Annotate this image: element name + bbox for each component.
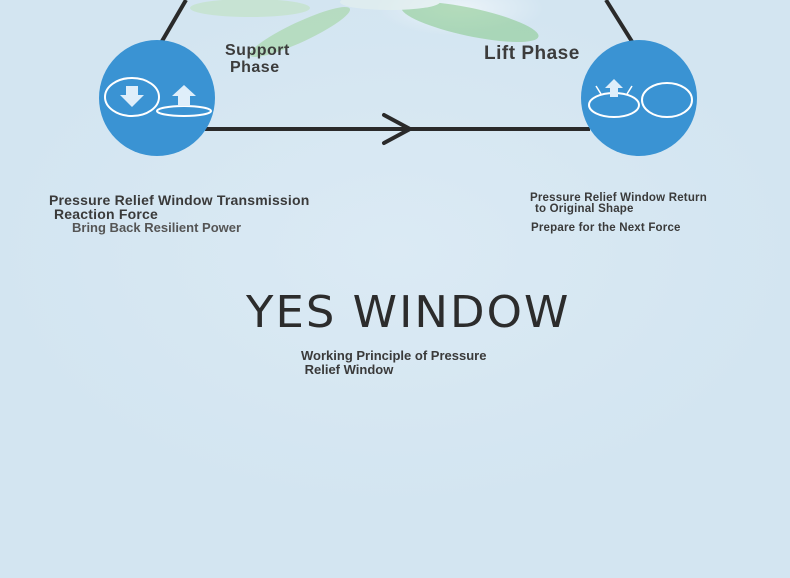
support-phase-label: Support Phase [225,42,290,76]
brand-logo: YES WINDOW [246,287,571,338]
plain-oval-icon [641,82,693,118]
triangle-left-edge [156,0,188,50]
leaf-decoration [190,0,539,57]
left-description-line2: Reaction Force [54,206,158,222]
direction-arrow-icon [382,113,412,145]
left-description-line1: Pressure Relief Window Transmission [49,192,310,208]
left-description-line3: Bring Back Resilient Power [72,220,242,235]
subtitle: Working Principle of Pressure Relief Win… [301,348,487,377]
triangle-right-edge [604,0,638,50]
right-description-line3: Prepare for the Next Force [531,222,681,234]
right-description-line1: Pressure Relief Window Return [530,192,707,204]
down-arrow-oval-icon [104,77,160,117]
lift-phase-circle [581,40,697,156]
support-phase-circle [99,40,215,156]
right-description-line2: to Original Shape [535,203,634,215]
lift-phase-label: Lift Phase [484,43,580,64]
up-arrow-flat-icon [156,85,212,117]
burst-arrow-oval-icon [588,79,640,118]
